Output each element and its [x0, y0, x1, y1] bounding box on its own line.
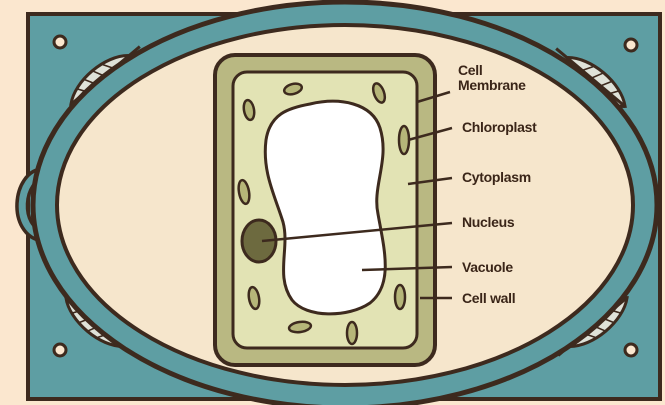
label-cytoplasm: Cytoplasm	[462, 170, 531, 185]
chloroplast	[399, 126, 409, 154]
corner-screw-bottom-left	[54, 344, 66, 356]
label-cell-membrane-line1: Cell	[458, 63, 526, 78]
corner-screw-top-left	[54, 36, 66, 48]
chloroplast	[347, 322, 357, 344]
label-cell-membrane: Cell Membrane	[458, 63, 526, 93]
label-nucleus: Nucleus	[462, 215, 514, 230]
label-vacuole: Vacuole	[462, 260, 513, 275]
label-cell-wall: Cell wall	[462, 291, 515, 306]
corner-screw-bottom-right	[625, 344, 637, 356]
label-chloroplast: Chloroplast	[462, 120, 536, 135]
vacuole	[265, 101, 385, 314]
corner-screw-top-right	[625, 39, 637, 51]
chloroplast	[395, 285, 405, 309]
label-cell-membrane-line2: Membrane	[458, 78, 526, 93]
